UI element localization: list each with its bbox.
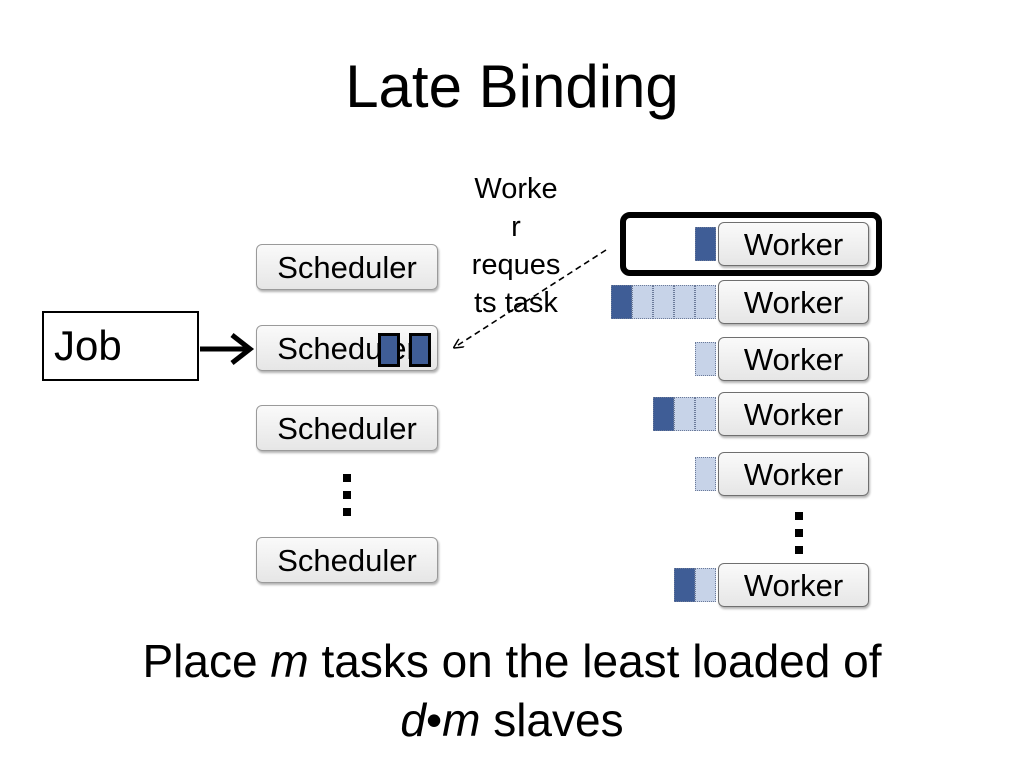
empty-task-slot bbox=[695, 285, 716, 319]
scheduler-box-4: Scheduler bbox=[256, 537, 438, 583]
job-box: Job bbox=[42, 311, 199, 381]
worker-box-5: Worker bbox=[718, 452, 869, 496]
variable-d: d bbox=[400, 694, 426, 746]
empty-task-slot bbox=[653, 285, 674, 319]
worker-box-3: Worker bbox=[718, 337, 869, 381]
empty-task-slot bbox=[674, 285, 695, 319]
bullet-operator: • bbox=[425, 694, 443, 746]
queued-task bbox=[653, 397, 674, 431]
empty-task-slot bbox=[674, 397, 695, 431]
job-to-scheduler-arrow bbox=[200, 333, 255, 365]
empty-task-slot bbox=[695, 457, 716, 491]
queued-task bbox=[611, 285, 632, 319]
queued-task bbox=[695, 227, 716, 261]
bottom-line-1-suffix: tasks on the least loaded of bbox=[308, 635, 882, 687]
scheduler-ellipsis bbox=[343, 474, 351, 525]
annotation-line-1: Worke bbox=[474, 173, 558, 205]
bottom-line-1-prefix: Place bbox=[142, 635, 271, 687]
annotation-line-4: ts task bbox=[474, 287, 558, 319]
requesting-worker-highlight bbox=[620, 212, 882, 276]
empty-task-slot bbox=[695, 568, 716, 602]
worker-box-4: Worker bbox=[718, 392, 869, 436]
reservation-probe-1 bbox=[378, 333, 400, 367]
worker-box-2: Worker bbox=[718, 280, 869, 324]
bottom-line-2-suffix: slaves bbox=[480, 694, 624, 746]
worker-ellipsis bbox=[795, 512, 803, 563]
empty-task-slot bbox=[632, 285, 653, 319]
empty-task-slot bbox=[695, 397, 716, 431]
worker-box-1: Worker bbox=[718, 222, 869, 266]
slide-title: Late Binding bbox=[345, 53, 679, 120]
variable-m-2: m bbox=[442, 694, 481, 746]
annotation-line-2: r bbox=[511, 211, 521, 243]
variable-m: m bbox=[270, 635, 309, 687]
queued-task bbox=[674, 568, 695, 602]
bottom-line-2: d•m slaves bbox=[0, 692, 1024, 748]
reservation-probe-2 bbox=[409, 333, 431, 367]
empty-task-slot bbox=[695, 342, 716, 376]
worker-request-arrow bbox=[455, 249, 607, 347]
scheduler-box-3: Scheduler bbox=[256, 405, 438, 451]
worker-request-annotation: Worke r reques ts task bbox=[455, 170, 577, 322]
bottom-line-1: Place m tasks on the least loaded of bbox=[0, 633, 1024, 689]
annotation-line-3: reques bbox=[471, 249, 561, 281]
worker-box-6: Worker bbox=[718, 563, 869, 607]
scheduler-box-1: Scheduler bbox=[256, 244, 438, 290]
